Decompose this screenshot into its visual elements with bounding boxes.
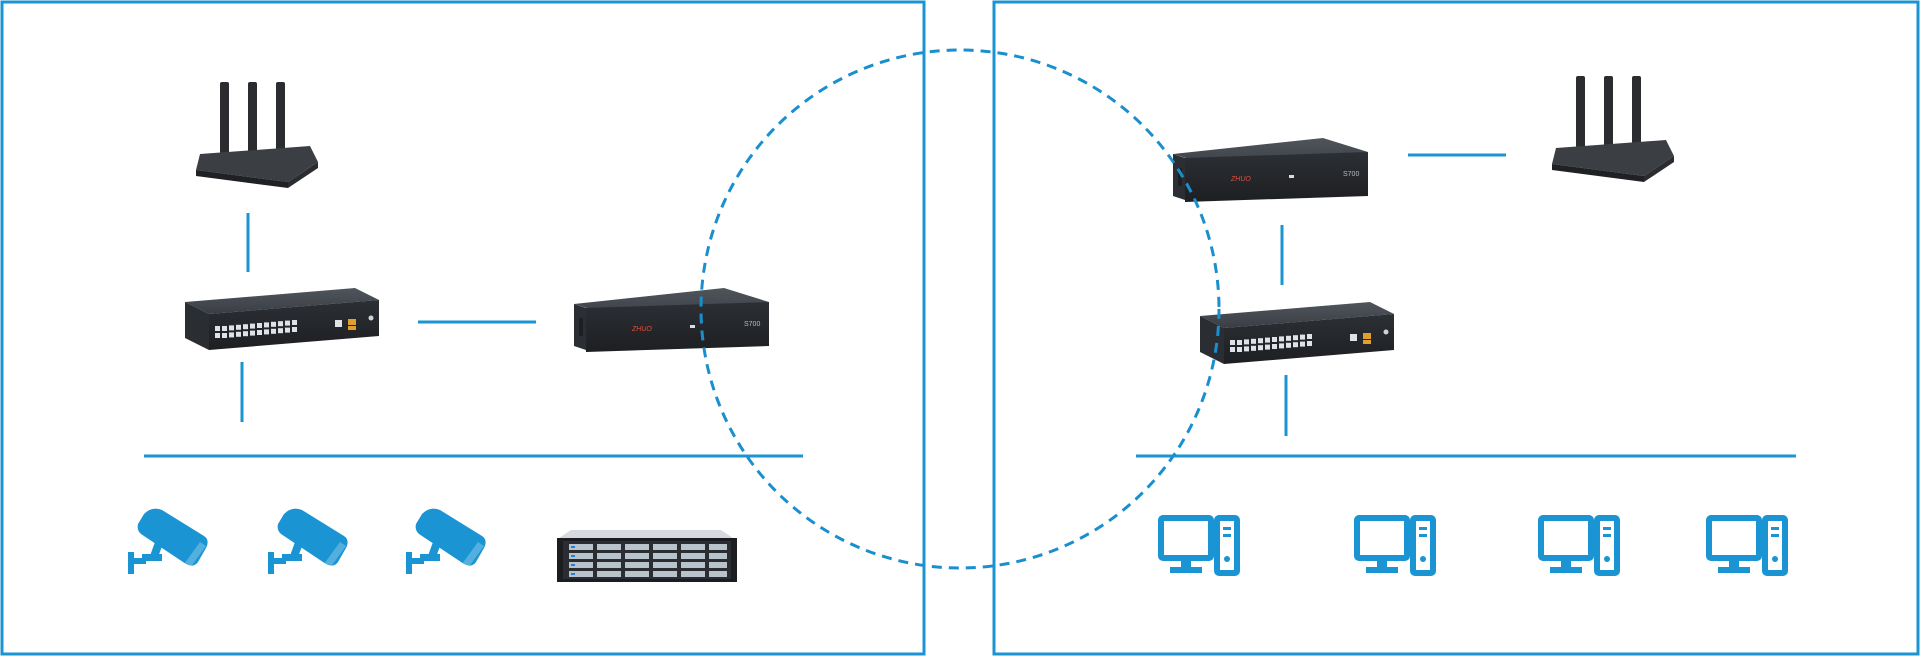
gateway-brand-left: ZHUO [631,326,652,333]
desktop-computer-icon-2 [1357,518,1433,573]
connection-circle [699,48,1221,570]
gateway-icon-right: ZHUO S700 [1173,138,1368,202]
desktop-computer-icon-3 [1541,518,1617,573]
switch-icon-right [1200,302,1394,364]
switch-icon-left [185,288,379,350]
router-icon-left [196,82,318,188]
gateway-brand-right: ZHUO [1230,176,1251,183]
gateway-model-left: S700 [744,321,760,328]
left-panel-frame [0,0,926,656]
desktop-computer-icon-4 [1709,518,1785,573]
right-panel-frame [992,0,1920,656]
gateway-icon-left: ZHUO S700 [574,288,769,352]
camera-icon-1 [128,508,208,574]
storage-server-icon [557,530,737,582]
desktop-computer-icon-1 [1161,518,1237,573]
router-icon-right [1552,76,1674,182]
gateway-model-right: S700 [1343,171,1359,178]
camera-icon-3 [406,508,486,574]
camera-icon-2 [268,508,348,574]
